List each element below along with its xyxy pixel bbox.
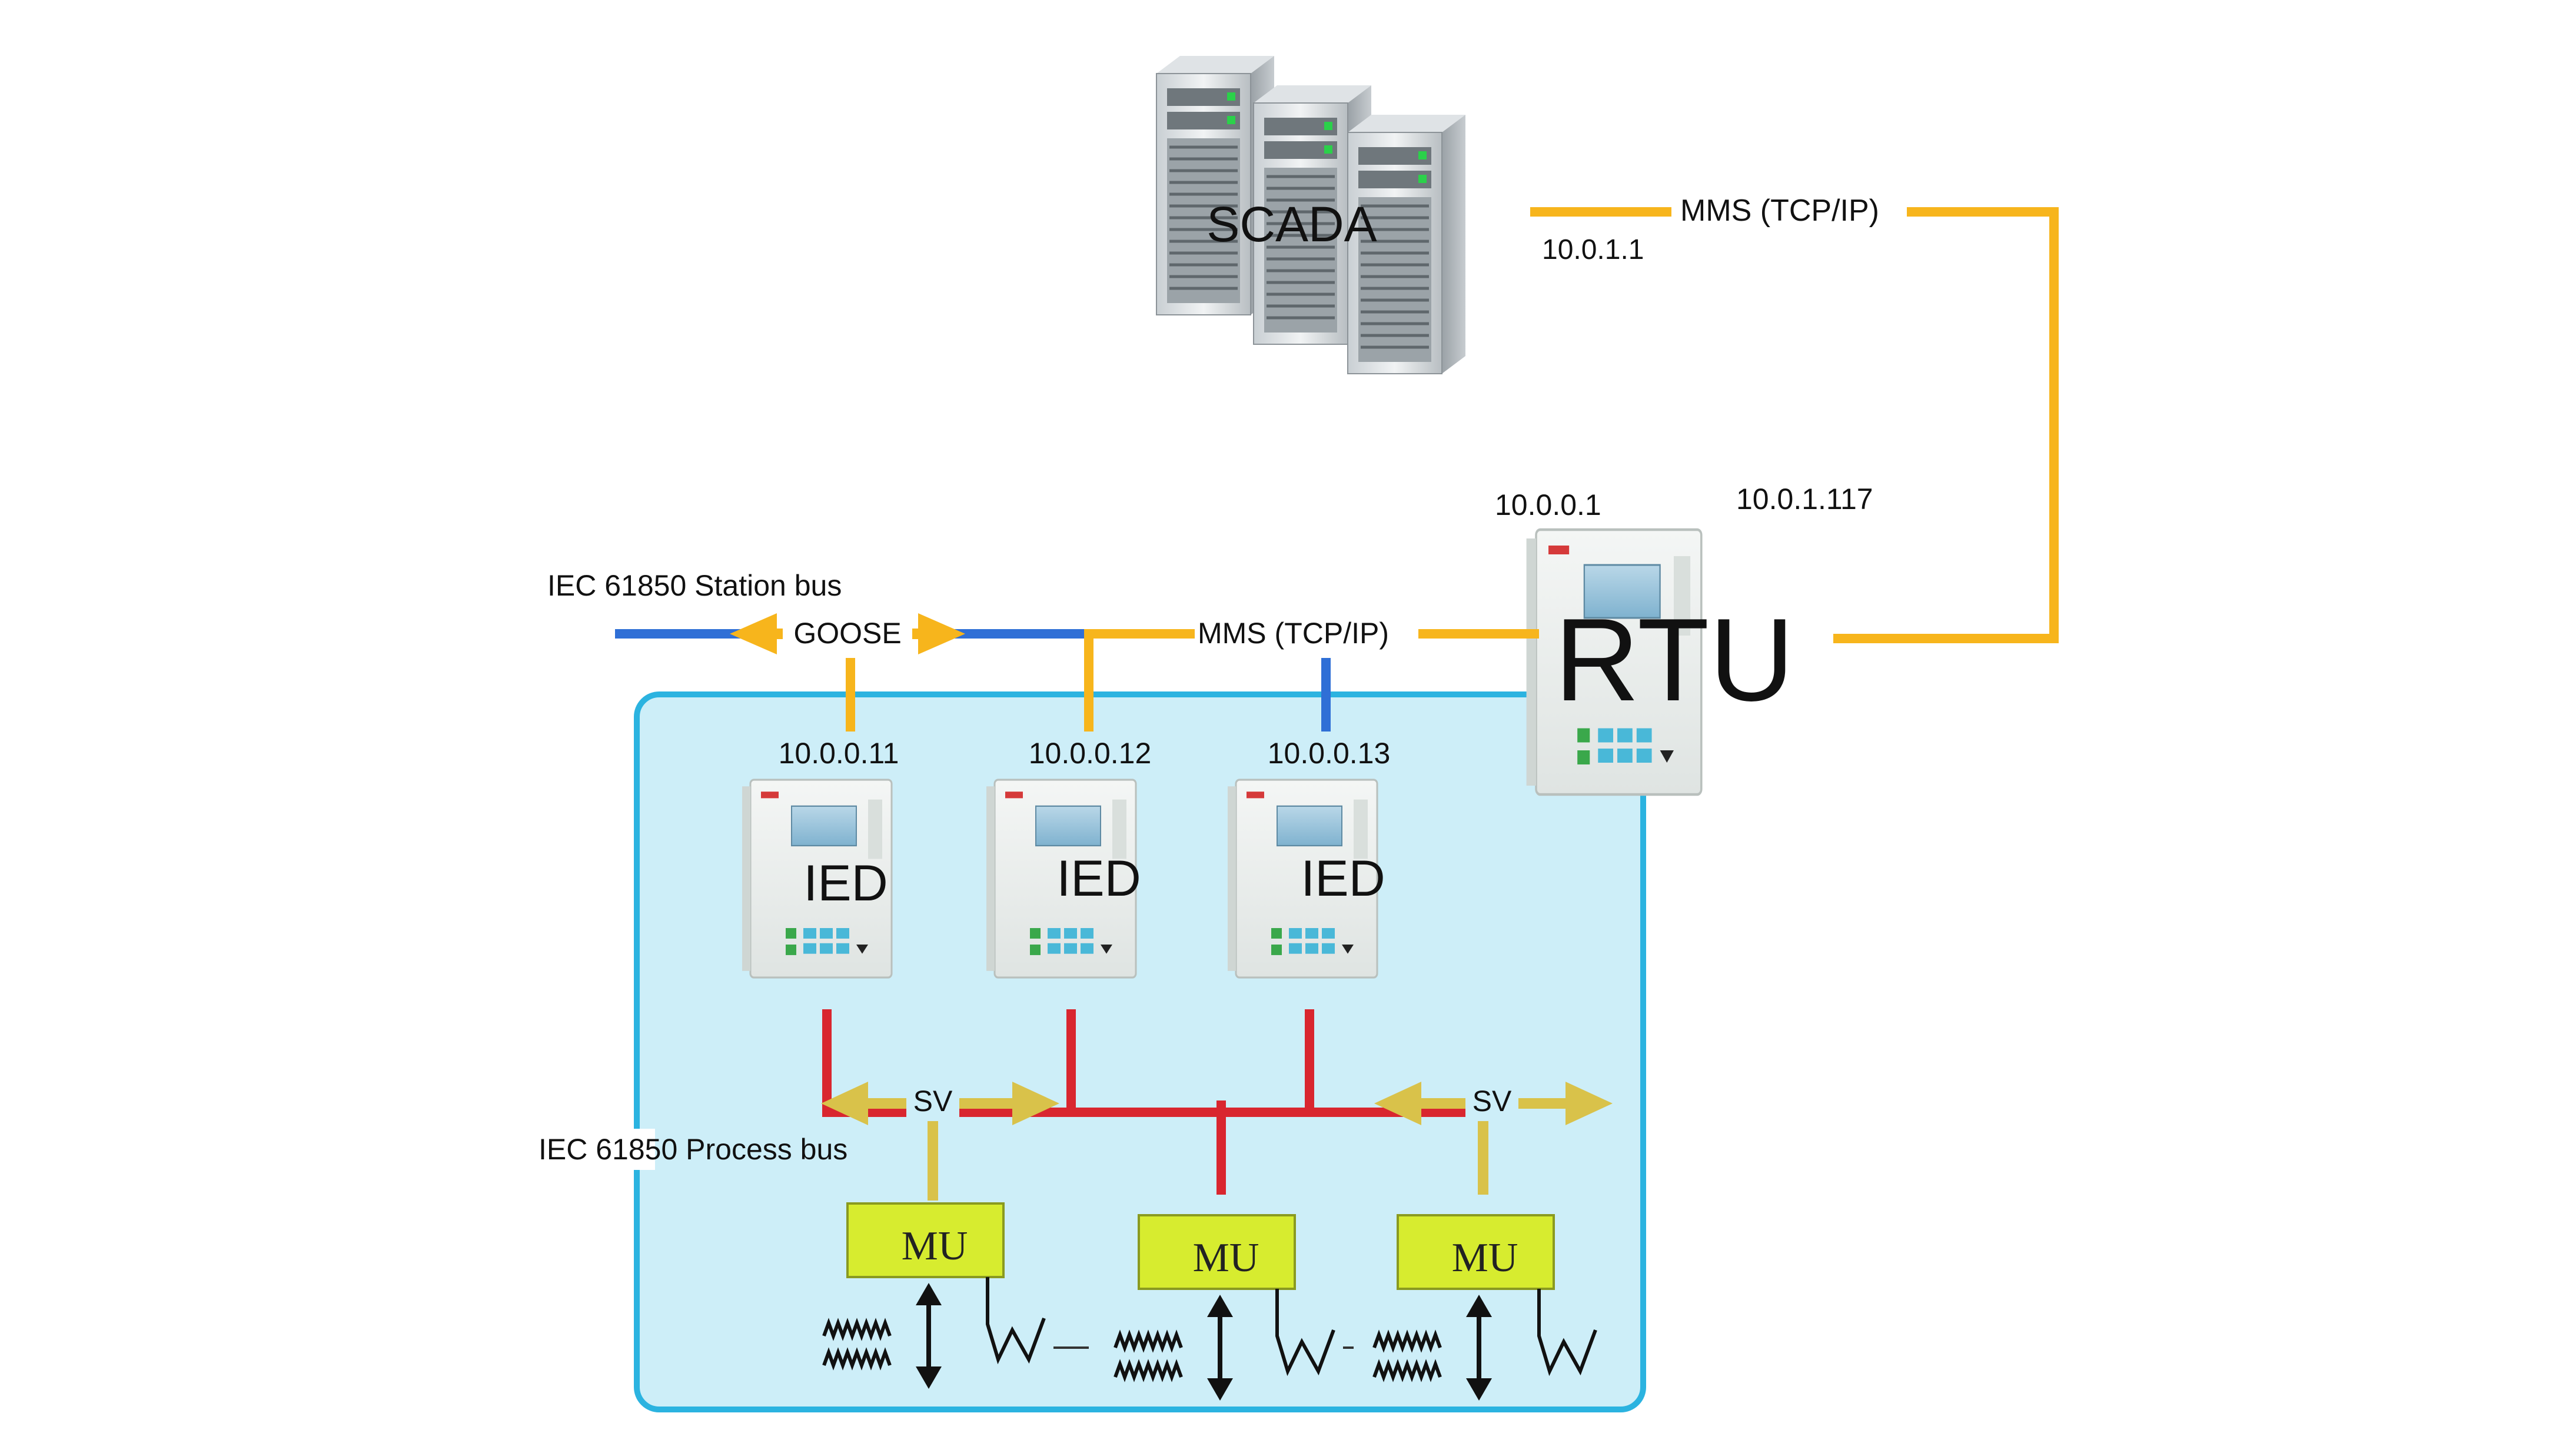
process-bus-label: IEC 61850 Process bus — [539, 1133, 847, 1166]
rtu-ip-wan: 10.0.1.117 — [1736, 483, 1873, 516]
ied1-label: IED — [803, 855, 888, 912]
sv-right-arrowhead-icon — [1565, 1082, 1613, 1125]
sv-right-left-arrowhead-icon — [1374, 1082, 1421, 1125]
process-bus-line[interactable] — [822, 1009, 1468, 1195]
ied3-label: IED — [1301, 850, 1385, 907]
mu2-label: MU — [1193, 1235, 1259, 1281]
mu3-label: MU — [1452, 1235, 1518, 1281]
mu1-box[interactable] — [846, 1202, 1005, 1278]
mu1-label: MU — [902, 1223, 968, 1269]
mu2-box[interactable] — [1138, 1214, 1296, 1290]
sv-right-label: SV — [1473, 1085, 1512, 1118]
ied1-ip: 10.0.0.11 — [779, 737, 899, 770]
sv-left-label: SV — [913, 1085, 953, 1118]
ied2-ip: 10.0.0.12 — [1029, 737, 1152, 770]
rtu-ied-protocol-label: MMS (TCP/IP) — [1198, 617, 1389, 650]
scada-label: SCADA — [1206, 197, 1377, 252]
scada-rtu-protocol-label: MMS (TCP/IP) — [1680, 194, 1879, 228]
ied2-label: IED — [1056, 850, 1141, 907]
goose-right-arrowhead-icon — [918, 613, 965, 654]
goose-label: GOOSE — [793, 617, 901, 650]
sv-left-right-arrowhead-icon — [1012, 1082, 1059, 1125]
ied3-ip: 10.0.0.13 — [1268, 737, 1391, 770]
goose-left-arrowhead-icon — [730, 613, 777, 654]
rtu-label: RTU — [1554, 594, 1794, 726]
sv-left-arrowhead-icon — [821, 1082, 868, 1125]
station-bus-label: IEC 61850 Station bus — [547, 569, 842, 602]
scada-ip: 10.0.1.1 — [1542, 234, 1644, 265]
mu3-box[interactable] — [1397, 1214, 1555, 1290]
rtu-ip-station: 10.0.0.1 — [1495, 488, 1601, 521]
